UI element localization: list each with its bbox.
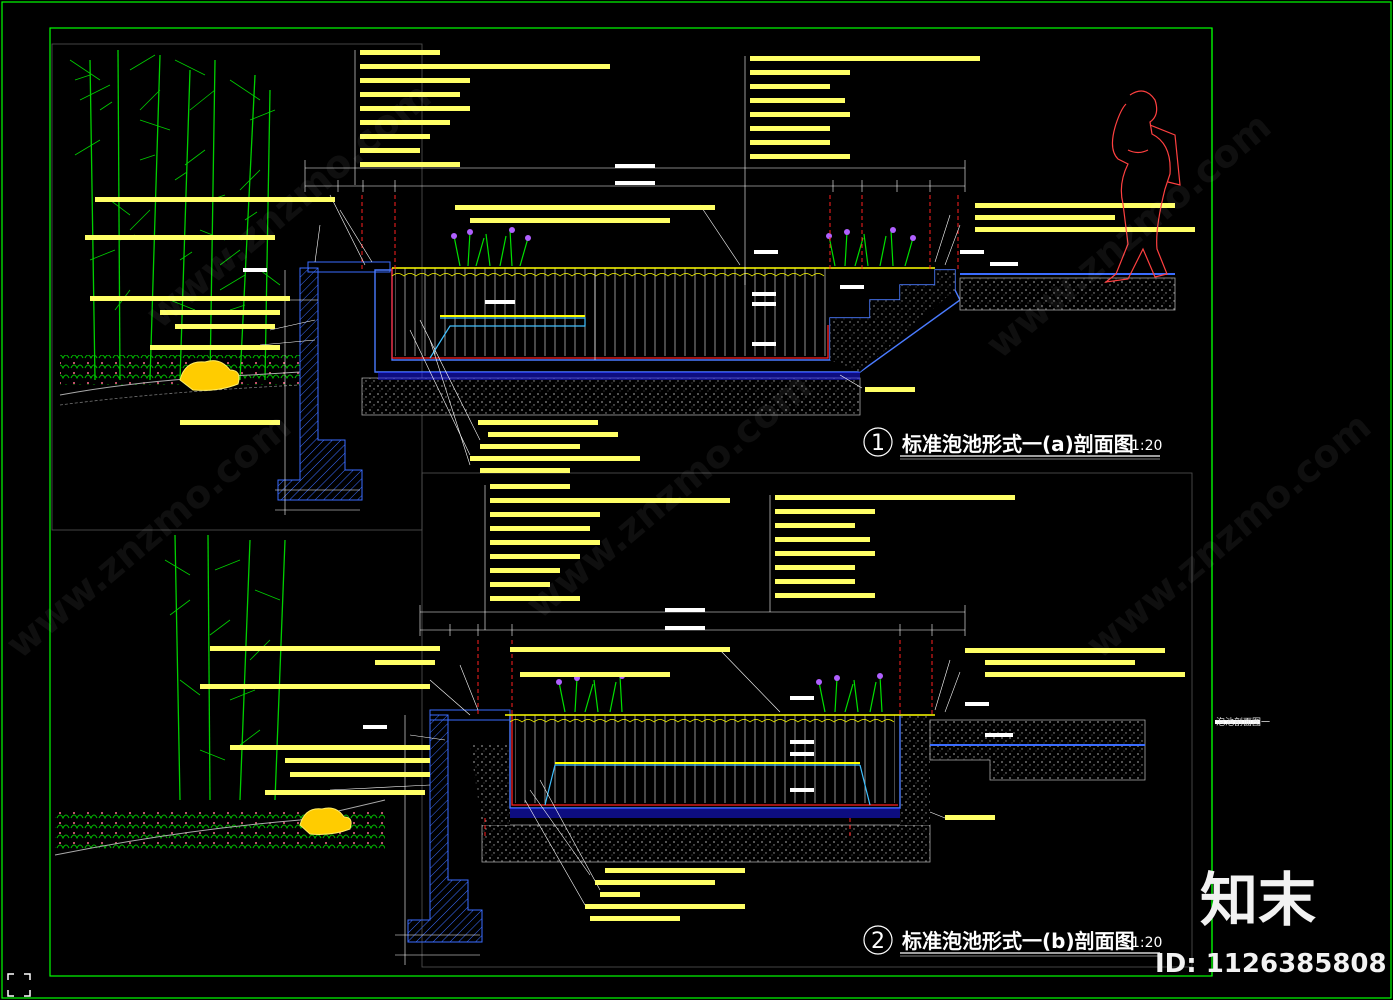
brand-id: ID: 1126385808 (1155, 949, 1387, 979)
section-b-scale: 1:20 (1131, 935, 1162, 951)
section-a-scale: 1:20 (1131, 438, 1162, 454)
section-a-title: 标准泡池形式一(a)剖面图 (902, 432, 1134, 456)
section-b-title-block: 2 标准泡池形式一(b)剖面图 1:20 (863, 925, 1162, 957)
watermark-text-4: www.znzmo.com (0, 404, 299, 667)
brand-logo: 知末 (1200, 866, 1316, 934)
section-b-bamboo-left (54, 534, 386, 856)
section-b-title: 标准泡池形式一(b)剖面图 (902, 929, 1135, 953)
section-a-structure (85, 50, 1195, 515)
human-figure (1103, 90, 1181, 283)
corner-bracket-icon (7, 973, 31, 997)
sheet-side-label: 泡池剖面图一 (1216, 716, 1270, 728)
section-b-structure (200, 484, 1260, 965)
watermark-text-3: www.znzmo.com (978, 104, 1280, 367)
section-a-title-block: 1 标准泡池形式一(a)剖面图 1:20 (863, 427, 1162, 460)
section-a-number: 1 (871, 431, 885, 456)
section-b-number: 2 (871, 929, 885, 954)
section-a-bamboo-left (59, 49, 301, 406)
